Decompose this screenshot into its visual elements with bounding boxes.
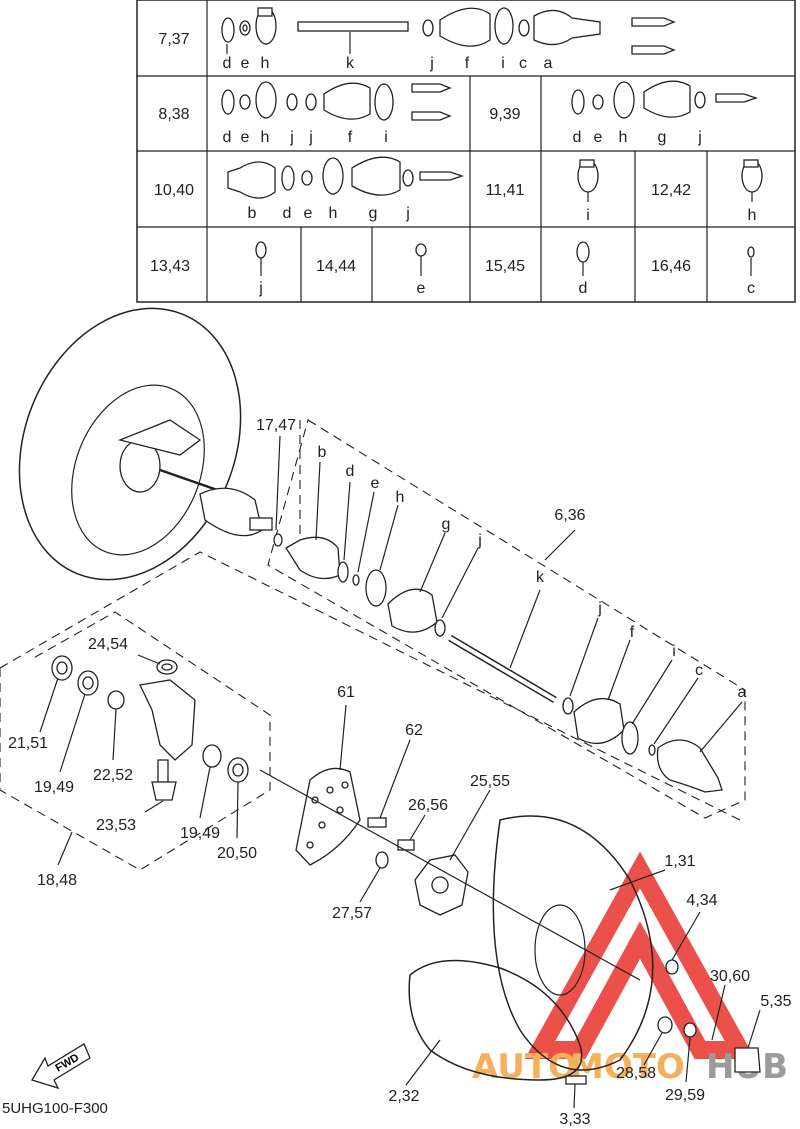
single-part-cells: i h j e d c — [255, 159, 763, 297]
part-letter: g — [658, 129, 667, 146]
part-letter: f — [348, 129, 353, 146]
part-letter: i — [384, 129, 388, 146]
set-number: 9,39 — [489, 106, 520, 123]
set-number: 13,43 — [150, 258, 190, 275]
part-letter: j — [308, 129, 313, 146]
part-letter: e — [417, 280, 426, 297]
part-letter: e — [241, 55, 250, 72]
callout-j2: j — [597, 600, 602, 617]
watermark-moto: MOTO — [570, 1047, 685, 1087]
callout-27-57: 27,57 — [332, 905, 372, 922]
part-letter: j — [258, 280, 263, 297]
callout-19-49-a: 19,49 — [34, 779, 74, 796]
rear-wheel-assembly — [18, 307, 273, 581]
callout-24-54: 24,54 — [88, 636, 128, 653]
callout-j: j — [477, 532, 482, 549]
callout-20-50: 20,50 — [217, 845, 257, 862]
part-letter: h — [261, 129, 270, 146]
set-number: 16,46 — [651, 258, 691, 275]
part-letter: b — [248, 205, 257, 222]
set-number: 12,42 — [651, 182, 691, 199]
callout-d: d — [346, 463, 355, 480]
part-letter: c — [519, 55, 527, 72]
part-letter: d — [283, 205, 292, 222]
diagram-code: 5UHG100-F300 — [2, 1100, 108, 1117]
callout-28-58: 28,58 — [616, 1065, 656, 1082]
part-letter: h — [748, 207, 757, 224]
callout-17-47: 17,47 — [256, 417, 296, 434]
set-number: 15,45 — [485, 258, 525, 275]
part-letter: i — [586, 207, 590, 224]
callout-1-31: 1,31 — [664, 853, 695, 870]
set-number: 7,37 — [158, 31, 189, 48]
part-letter: g — [369, 205, 378, 222]
callout-6-36: 6,36 — [554, 507, 585, 524]
part-letter: c — [747, 280, 755, 297]
callout-4-34: 4,34 — [686, 892, 717, 909]
set-number: 8,38 — [158, 106, 189, 123]
drive-shaft-group: 17,47 b d e h g j 6,36 k j f i c a — [256, 417, 747, 819]
callout-3-33: 3,33 — [559, 1111, 590, 1128]
part-letter: e — [304, 205, 313, 222]
callout-h: h — [396, 489, 405, 506]
set-number: 14,44 — [316, 258, 356, 275]
callout-25-55: 25,55 — [470, 773, 510, 790]
parts-set-table: 7,37 8,38 9,39 10,40 11,41 12,42 13,43 1… — [136, 0, 796, 303]
part-letter: h — [619, 129, 628, 146]
row-8-38-parts: d e h j j f i — [221, 81, 452, 146]
callout-62: 62 — [405, 722, 423, 739]
part-letter: a — [544, 55, 553, 72]
part-letter: d — [223, 55, 232, 72]
part-letter: j — [289, 129, 294, 146]
callout-k: k — [536, 569, 545, 586]
part-letter: e — [241, 129, 250, 146]
callout-f: f — [630, 624, 635, 641]
callout-c: c — [695, 662, 703, 679]
part-letter: h — [261, 55, 270, 72]
callout-g: g — [442, 516, 451, 533]
part-letter: j — [697, 129, 702, 146]
callout-e: e — [371, 475, 380, 492]
part-letter: k — [346, 55, 355, 72]
row-10-40-parts: b d e h g j — [227, 156, 465, 222]
knuckle-group: 24,54 21,51 19,49 22,52 23,53 19,49 20,5… — [0, 551, 741, 889]
callout-18-48: 18,48 — [37, 872, 77, 889]
part-letter: j — [429, 55, 434, 72]
set-number: 11,41 — [486, 182, 525, 199]
brake-disc-and-hub: 61 62 26,56 27,57 25,55 — [259, 684, 641, 981]
callout-21-51: 21,51 — [8, 735, 48, 752]
callout-26-56: 26,56 — [408, 797, 448, 814]
callout-30-60: 30,60 — [710, 968, 750, 985]
part-letter: h — [329, 205, 338, 222]
callout-b: b — [318, 444, 327, 461]
wheel-rim-group: 1,31 4,34 30,60 5,35 28,58 29,59 2,32 3,… — [388, 815, 792, 1128]
callout-23-53: 23,53 — [96, 817, 136, 834]
part-letter: j — [405, 205, 410, 222]
set-number: 10,40 — [154, 182, 194, 199]
callout-5-35: 5,35 — [760, 993, 791, 1010]
part-letter: d — [579, 280, 588, 297]
callout-i: i — [672, 643, 676, 660]
row-7-37-parts: d e h k j f i c a — [221, 7, 676, 72]
callout-61: 61 — [337, 684, 355, 701]
fwd-arrow-icon: FWD — [31, 1043, 91, 1090]
callout-22-52: 22,52 — [93, 767, 133, 784]
callout-2-32: 2,32 — [388, 1088, 419, 1105]
part-letter: e — [594, 129, 603, 146]
callout-19-49-b: 19,49 — [180, 825, 220, 842]
row-9-39-parts: d e h g j — [571, 80, 759, 146]
part-letter: f — [465, 55, 470, 72]
part-letter: d — [573, 129, 582, 146]
callout-29-59: 29,59 — [665, 1087, 705, 1104]
part-letter: i — [501, 55, 505, 72]
part-letter: d — [223, 129, 232, 146]
callout-a: a — [738, 684, 747, 701]
